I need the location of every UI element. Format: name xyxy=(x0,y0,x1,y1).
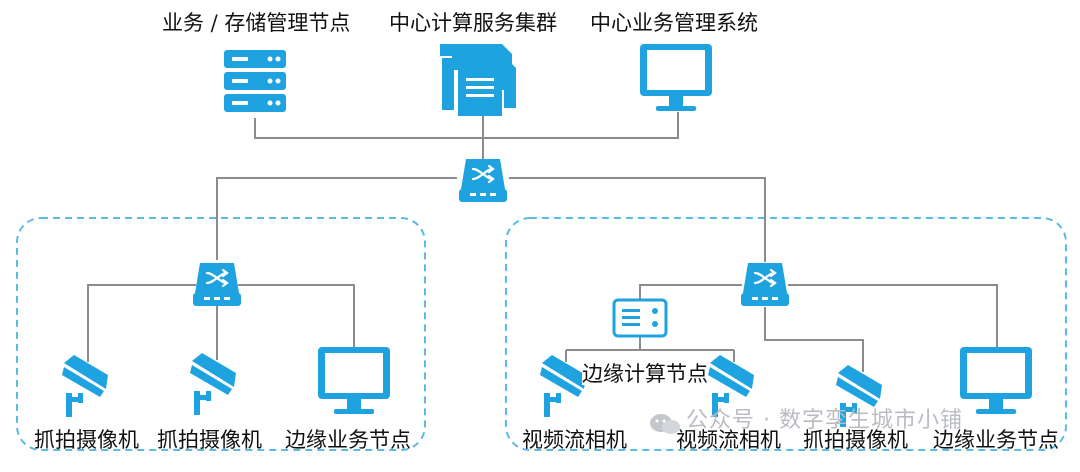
watermark-text: 公众号 · 数字孪生城市小铺 xyxy=(686,408,963,433)
right-switch-icon xyxy=(739,261,791,308)
core-switch-icon xyxy=(457,157,509,204)
label-left-camera-2: 抓拍摄像机 xyxy=(157,428,262,452)
connection-lines xyxy=(87,112,998,372)
label-compute-cluster: 中心计算服务集群 xyxy=(389,11,557,35)
label-right-edge-node: 边缘业务节点 xyxy=(933,428,1059,452)
label-edge-compute: 边缘计算节点 xyxy=(582,362,708,386)
cluster-icon xyxy=(440,44,516,116)
label-stream-camera-2: 视频流相机 xyxy=(676,428,781,452)
camera-icon-right-1 xyxy=(540,355,586,417)
right-group-boundary xyxy=(505,217,1067,451)
wechat-icon xyxy=(650,414,680,434)
edge-compute-icon xyxy=(612,298,668,338)
camera-icon-left-2 xyxy=(190,353,236,415)
label-left-camera-1: 抓拍摄像机 xyxy=(34,428,139,452)
management-monitor-icon xyxy=(640,44,712,111)
camera-icon-left-1 xyxy=(62,355,108,417)
label-storage-node: 业务 / 存储管理节点 xyxy=(162,11,351,35)
label-left-edge-node: 边缘业务节点 xyxy=(285,428,411,452)
monitor-icon-left xyxy=(318,347,390,414)
label-management-system: 中心业务管理系统 xyxy=(590,11,758,35)
label-right-camera: 抓拍摄像机 xyxy=(803,428,908,452)
left-group-boundary xyxy=(16,217,426,451)
left-switch-icon xyxy=(191,261,243,308)
storage-server-icon xyxy=(224,50,286,112)
monitor-icon-right xyxy=(960,347,1032,414)
label-stream-camera-1: 视频流相机 xyxy=(522,428,627,452)
